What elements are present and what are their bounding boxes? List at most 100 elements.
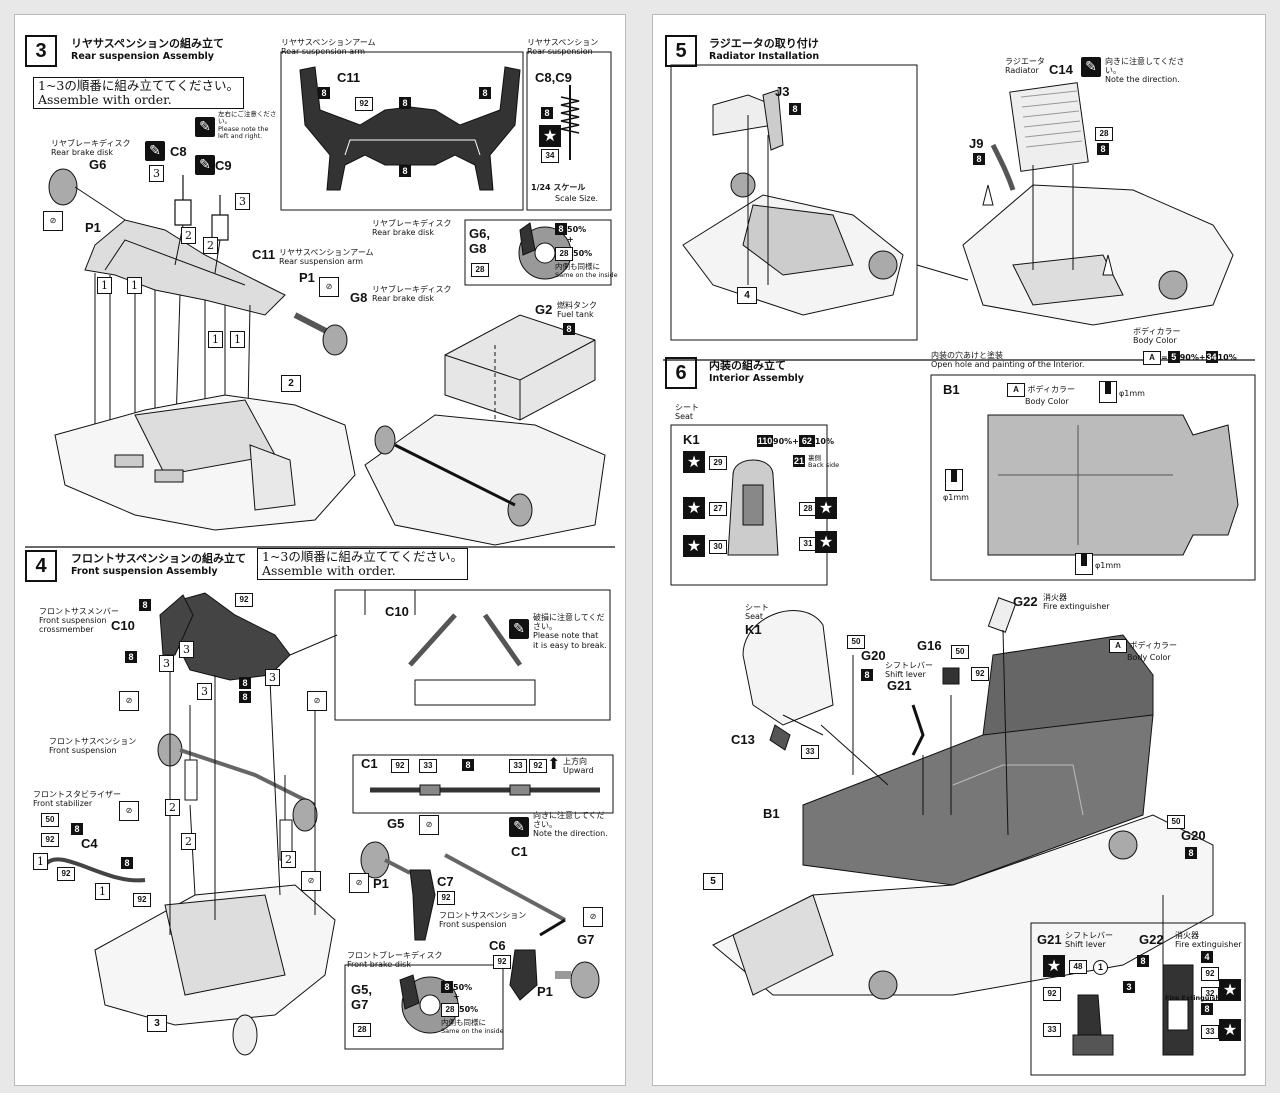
back-en: Back side (808, 461, 840, 470)
bc6-en: Body Color (1025, 397, 1069, 406)
bc6-jp: ボディカラー (1027, 385, 1075, 394)
color-92: 92 (355, 97, 373, 111)
g2-jp: 燃料タンク (557, 301, 597, 310)
j9-label: J9 (969, 136, 984, 151)
color-8: 8 (139, 599, 151, 611)
inside-jp: 内側も同様に (555, 262, 600, 271)
color-92: 92 (971, 667, 989, 681)
g2-label: G2 (535, 302, 553, 317)
star-icon: ★ (683, 497, 705, 519)
color-28: 28 (1095, 127, 1113, 141)
star-icon: ★ (683, 535, 705, 557)
c13-label: C13 (731, 732, 755, 747)
g5-label: G5 (387, 816, 405, 831)
seat-mix-b: 10% (814, 437, 835, 446)
color-4: 4 (1201, 951, 1213, 963)
color-8: 8 (399, 165, 411, 177)
lr-note-jp: 左右にご注意ください。 (218, 110, 277, 126)
color-21: 21 (793, 455, 805, 467)
dir-note-5: 向きに注意してください。Note the direction. (1105, 57, 1185, 85)
color-48: 48 (1069, 960, 1087, 974)
back-jp: 裏側 (808, 454, 821, 462)
color-110: 110 (757, 435, 773, 447)
ref-step-5: 5 (703, 873, 723, 890)
ext-inset-jp: 消火器 (1175, 931, 1199, 940)
color-8: 8 (1185, 847, 1197, 859)
member-jp: フロントサスメンバー (39, 607, 119, 616)
j3-label: J3 (775, 84, 790, 99)
order-2: 2 (281, 851, 296, 868)
c89-caption-jp: リヤサスペンション (527, 38, 599, 47)
upward-arrow-icon: ⬆ (547, 754, 561, 773)
c10-inset-struts (408, 613, 523, 667)
g8-caption-jp: リヤブレーキディスク (372, 285, 452, 294)
mix-5-a: 90%+ (1179, 353, 1206, 362)
j9-hose (990, 143, 1016, 191)
color-8: 8 (318, 87, 330, 99)
color-8: 8 (462, 759, 474, 771)
ref-step-3: 3 (147, 1015, 167, 1032)
inside-en: Same on the inside (555, 270, 618, 279)
mix-50b: 50% (573, 249, 593, 258)
color-8: 8 (239, 691, 251, 703)
color-92: 92 (437, 891, 455, 905)
stab-en: Front stabilizer (33, 799, 93, 809)
no-cement-icon: ⊘ (301, 871, 321, 891)
engine-block (742, 204, 854, 276)
color-8: 8 (861, 669, 873, 681)
step-5-title-jp: ラジエータの取り付け (709, 37, 819, 50)
left-page: 3 リヤサスペンションの組み立て Rear suspension Assembl… (14, 14, 626, 1086)
step-4-number: 4 (25, 550, 57, 582)
c11-arm-shape (299, 66, 521, 191)
k1-seat (742, 610, 834, 726)
color-28: 28 (799, 502, 817, 516)
attention-icon: ✎ (509, 817, 529, 837)
shift-jp: シフトレバー (885, 661, 933, 670)
p1-label-right: P1 (299, 270, 315, 285)
drill-size-2: φ1mm (943, 493, 969, 502)
c1-tierod (444, 853, 566, 922)
color-28: 28 (555, 247, 573, 261)
j3-part (762, 89, 784, 151)
color-3: 3 (1123, 981, 1135, 993)
color-8: 8 (1097, 143, 1109, 155)
radiator-fins (1020, 90, 1083, 148)
star-icon: ★ (1219, 979, 1241, 1001)
color-8: 8 (121, 857, 133, 869)
drill-icon (1075, 553, 1093, 575)
fs2-jp: フロントサスペンション (439, 911, 527, 920)
bc5-en: Body Color (1133, 336, 1177, 346)
step-3-order-note: 1~3の順番に組み立ててください。 Assemble with order. (33, 77, 245, 109)
color-8: 8 (555, 223, 567, 235)
color-8: 8 (563, 323, 575, 335)
color-32: 32 (1201, 987, 1219, 1001)
color-92: 92 (529, 759, 547, 773)
order-1: 1 (230, 331, 245, 348)
star-icon: ★ (1043, 955, 1065, 977)
color-29: 29 (709, 456, 727, 470)
step-4-title-en: Front suspension Assembly (71, 566, 218, 577)
g6g8-label-b: G8 (469, 240, 487, 256)
mix4-50a: 50% (453, 983, 473, 992)
color-92: 92 (391, 759, 409, 773)
order-2: 2 (165, 799, 180, 816)
ref-step-2: 2 (281, 375, 301, 392)
seat2-jp: シート (745, 603, 769, 612)
c1-inset-label: C1 (361, 756, 378, 771)
dir-jp-5: 向きに注意してください。 (1105, 57, 1185, 76)
rad-en: Radiator (1005, 66, 1039, 76)
step-3-title-jp: リヤサスペンションの組み立て (71, 37, 225, 50)
c7-upright (409, 869, 436, 941)
